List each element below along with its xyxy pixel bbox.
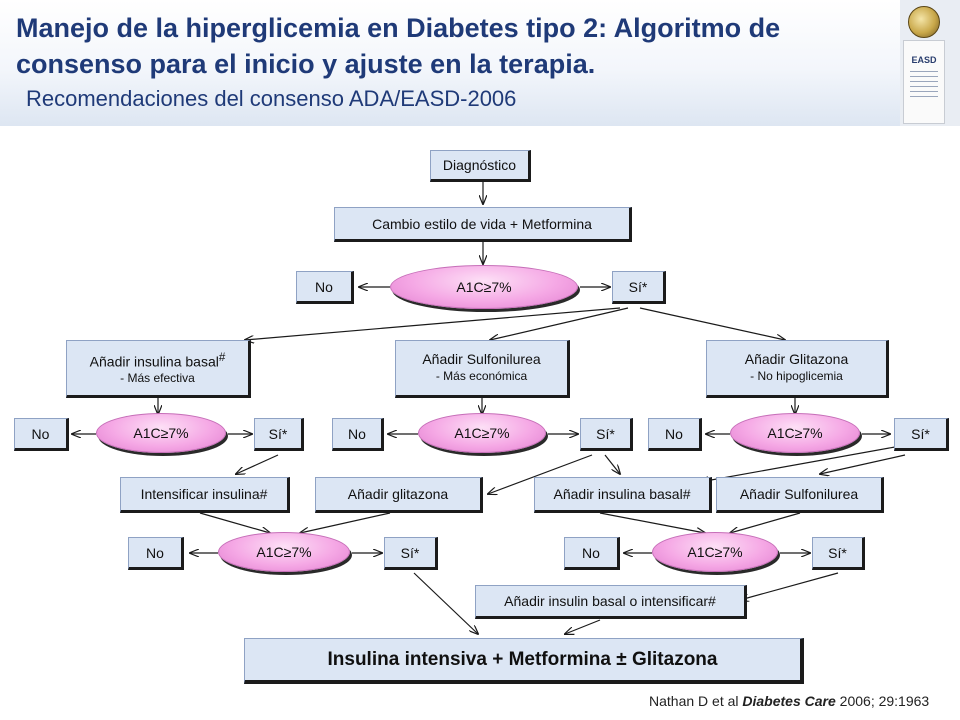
arrow-si2-glitazona	[488, 454, 593, 494]
intensificar-box: Intensificar insulina#	[120, 477, 290, 513]
diagnostico-box: Diagnóstico	[430, 150, 531, 182]
basal-o-intensificar-label: Añadir insulin basal o intensificar#	[504, 593, 716, 609]
intensificar-label: Intensificar insulina#	[140, 486, 268, 502]
no-box-row3b: No	[564, 537, 620, 570]
no-label: No	[665, 425, 683, 442]
a1c-oval-row2a: A1C≥7%	[96, 413, 226, 453]
glitazona-box: Añadir Glitazona - No hipoglicemia	[706, 340, 889, 398]
arrow-basal-final	[565, 619, 601, 634]
a1c-oval-row3b: A1C≥7%	[652, 532, 778, 572]
si-box-row2c: Sí*	[894, 418, 949, 451]
easd-logo-lines	[910, 71, 938, 101]
si-box-row2b: Sí*	[580, 418, 633, 451]
arrow-si2-insulina	[604, 454, 620, 474]
si-label: Sí*	[628, 278, 648, 295]
final-therapy-box: Insulina intensiva + Metformina ± Glitaz…	[244, 638, 804, 684]
no-box-row2a: No	[14, 418, 69, 451]
arrow-sulfo-a1c3	[730, 512, 801, 533]
final-therapy-label: Insulina intensiva + Metformina ± Glitaz…	[327, 648, 718, 670]
anadir-insulina-basal-box: Añadir insulina basal#	[534, 477, 712, 513]
sulfonilurea-sub: - Más económica	[435, 369, 528, 383]
a1c-oval-top: A1C≥7%	[390, 265, 578, 309]
si-label: Sí*	[911, 425, 930, 442]
no-box-row2c: No	[648, 418, 702, 451]
arrow-si4-basal	[740, 572, 839, 600]
arrow-si-glitazona	[639, 307, 785, 340]
anadir-sulfonilurea-box: Añadir Sulfonilurea	[716, 477, 884, 513]
arrow-si-insulina	[245, 307, 621, 340]
no-box-top: No	[296, 271, 354, 304]
citation-authors: Nathan D et al	[649, 693, 743, 709]
si-box-top: Sí*	[612, 271, 666, 304]
insulina-basal-sub: - Más efectiva	[120, 371, 195, 386]
arrow-si-intensificar	[236, 454, 279, 474]
anadir-glitazona-box: Añadir glitazona	[315, 477, 483, 513]
a1c-label: A1C≥7%	[456, 279, 512, 295]
glitazona-title: Añadir Glitazona	[744, 351, 849, 367]
a1c-label: A1C≥7%	[687, 544, 743, 560]
seal-logo	[908, 6, 940, 38]
sulfonilurea-title: Añadir Sulfonilurea	[422, 351, 541, 367]
si-label: Sí*	[268, 425, 288, 442]
anadir-sulfonilurea-label: Añadir Sulfonilurea	[739, 486, 859, 502]
insulina-basal-box: Añadir insulina basal# - Más efectiva	[66, 340, 251, 398]
arrow-si3-insulina	[700, 446, 896, 482]
easd-logo-text: EASD	[911, 55, 937, 65]
no-label: No	[582, 544, 600, 561]
a1c-label: A1C≥7%	[256, 544, 312, 560]
citation-journal: Diabetes Care	[742, 693, 836, 709]
anadir-insulina-basal-label: Añadir insulina basal#	[553, 486, 691, 502]
a1c-label: A1C≥7%	[767, 425, 823, 441]
a1c-label: A1C≥7%	[133, 425, 189, 441]
si-box-row2a: Sí*	[254, 418, 304, 451]
arrow-si3-sulfo	[820, 454, 906, 474]
anadir-glitazona-label: Añadir glitazona	[347, 486, 449, 502]
a1c-oval-row2c: A1C≥7%	[730, 413, 860, 453]
diagnostico-label: Diagnóstico	[442, 157, 517, 173]
no-label: No	[146, 544, 164, 561]
si-label: Sí*	[828, 544, 847, 561]
arrow-intens-a1c	[199, 512, 270, 533]
arrow-si5-final	[413, 572, 478, 634]
cambio-estilo-box: Cambio estilo de vida + Metformina	[334, 207, 632, 242]
cambio-estilo-label: Cambio estilo de vida + Metformina	[372, 215, 592, 232]
a1c-oval-row3a: A1C≥7%	[218, 532, 350, 572]
header-band	[0, 0, 960, 126]
easd-logo: EASD	[903, 40, 945, 124]
glitazona-sub: - No hipoglicemia	[750, 369, 843, 383]
si-label: Sí*	[400, 544, 420, 561]
no-label: No	[348, 425, 366, 442]
arrow-ins-a1c3	[599, 512, 705, 533]
arrow-si-sulfo	[490, 307, 629, 340]
arrow-glit-a1c2	[300, 512, 391, 533]
a1c-label: A1C≥7%	[454, 425, 510, 441]
slide-subtitle: Recomendaciones del consenso ADA/EASD-20…	[26, 86, 517, 111]
no-label: No	[315, 278, 333, 295]
slide-title: Manejo de la hiperglicemia en Diabetes t…	[16, 13, 781, 79]
no-label: No	[31, 425, 50, 442]
basal-o-intensificar-box: Añadir insulin basal o intensificar#	[475, 585, 747, 619]
insulina-basal-mark: #	[218, 350, 226, 364]
citation: Nathan D et al Diabetes Care 2006; 29:19…	[649, 693, 929, 709]
insulina-basal-title: Añadir insulina basal#	[89, 350, 226, 370]
a1c-oval-row2b: A1C≥7%	[418, 413, 546, 453]
no-box-row2b: No	[332, 418, 384, 451]
citation-ref: 2006; 29:1963	[835, 693, 930, 709]
si-box-row3b: Sí*	[812, 537, 865, 570]
si-box-row3a: Sí*	[384, 537, 438, 570]
si-label: Sí*	[596, 425, 615, 442]
sulfonilurea-box: Añadir Sulfonilurea - Más económica	[395, 340, 570, 398]
no-box-row3a: No	[128, 537, 184, 570]
